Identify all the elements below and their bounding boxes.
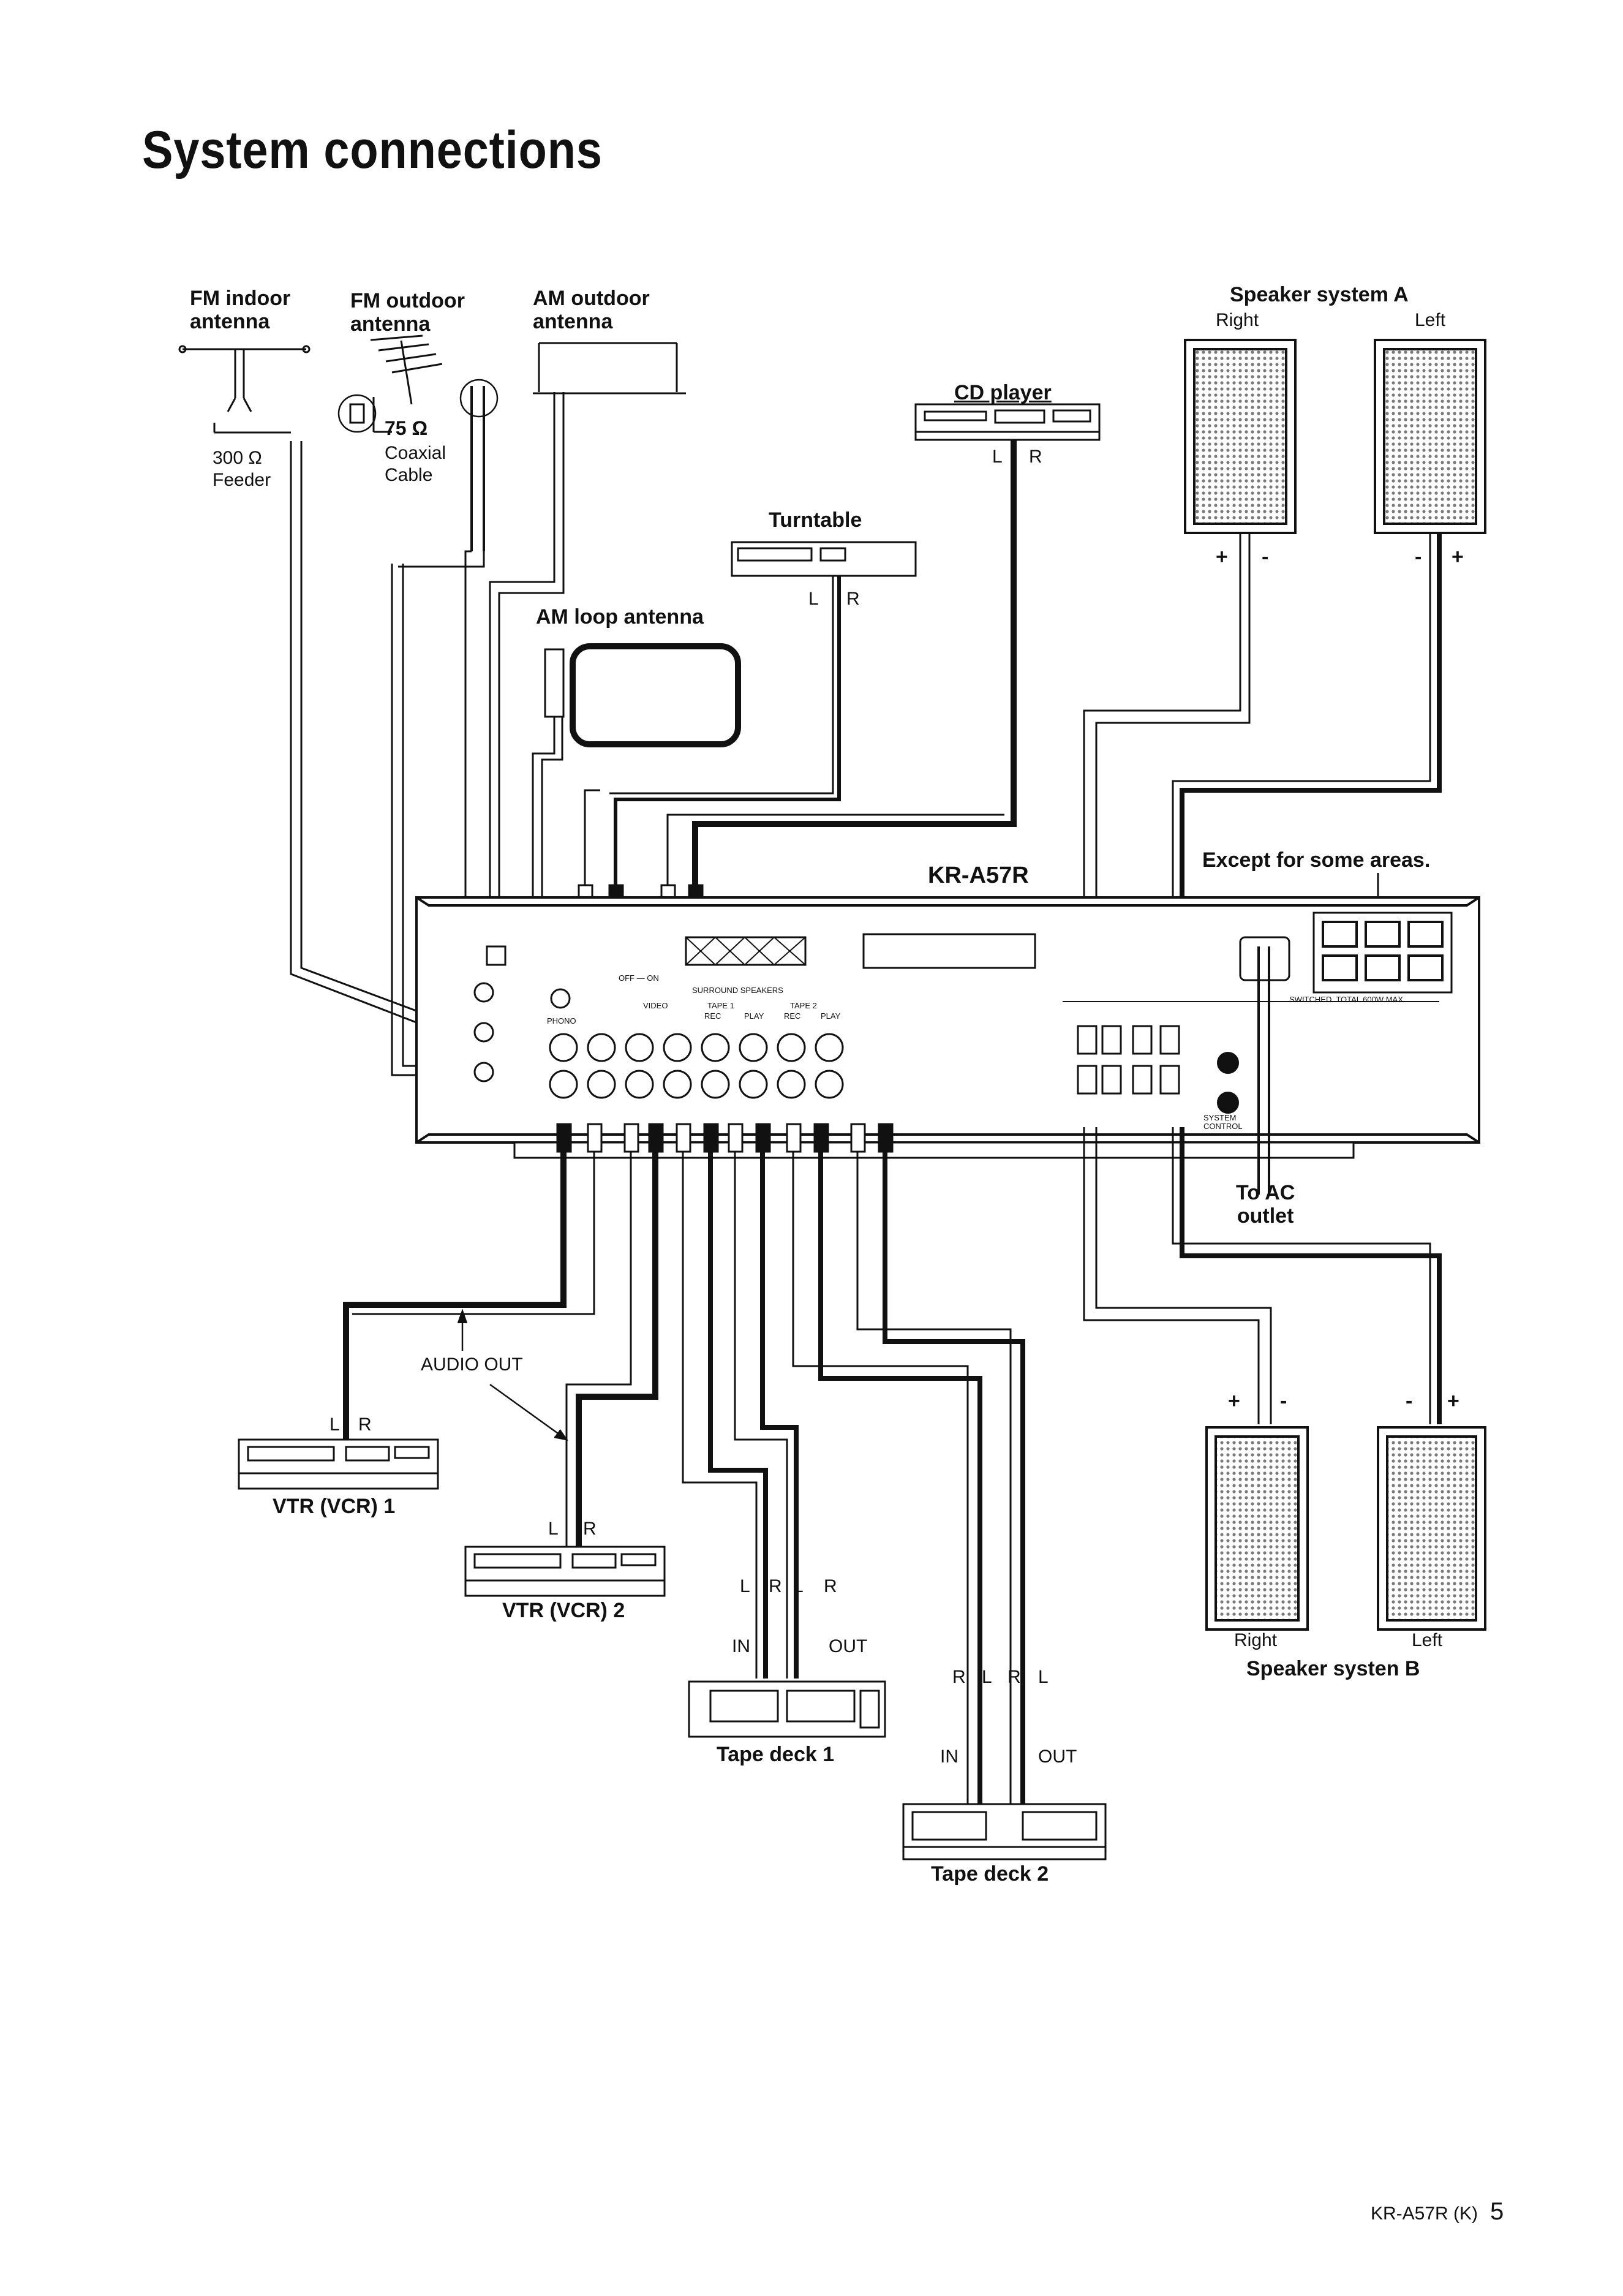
spa-r-plus: +: [1216, 545, 1228, 568]
fm-indoor-label: FM indoor antenna: [190, 287, 291, 333]
vtr1-L: L: [329, 1414, 340, 1435]
feeder-300-label: 300 Ω Feeder: [213, 448, 271, 490]
t1-L2: L: [793, 1576, 804, 1596]
cd-L: L: [992, 447, 1003, 467]
speaker-a-left-icon: [1374, 339, 1486, 534]
t2-in: IN: [940, 1747, 958, 1767]
speaker-a-label: Speaker system A: [1230, 283, 1409, 306]
t2-R1: R: [952, 1667, 966, 1687]
fm-outdoor-label: FM outdoor antenna: [350, 289, 465, 336]
am-outdoor-label: AM outdoor antenna: [533, 287, 650, 333]
model-label: KR-A57R: [928, 863, 1029, 888]
turntable-icon: [731, 541, 917, 577]
t1-out: OUT: [829, 1636, 868, 1656]
cd-player-label: CD player: [954, 381, 1052, 404]
page-number: 5: [1490, 2198, 1504, 2225]
panel-rec1-label: REC: [704, 1011, 721, 1021]
vtr2-R: R: [583, 1519, 597, 1539]
panel-play1-label: PLAY: [744, 1011, 764, 1021]
receiver-rear-panel: [415, 896, 1480, 1159]
t1-R1: R: [769, 1576, 782, 1596]
speaker-b-right-label: Right: [1234, 1630, 1278, 1650]
panel-off-on-label: OFF — ON: [619, 973, 659, 983]
spa-l-plus: +: [1452, 545, 1464, 568]
panel-surround-label: SURROUND SPEAKERS: [692, 986, 783, 995]
t2-out: OUT: [1038, 1747, 1077, 1767]
t1-R2: R: [824, 1576, 837, 1596]
to-ac-outlet-label: To AC outlet: [1236, 1181, 1295, 1228]
speaker-a-right-label: Right: [1216, 310, 1259, 330]
panel-tape1-label: TAPE 1: [707, 1001, 734, 1010]
vtr1-R: R: [358, 1414, 372, 1435]
panel-switched-label: SWITCHED TOTAL 600W MAX: [1289, 995, 1403, 1004]
speaker-b-left-icon: [1377, 1426, 1486, 1631]
turntable-label: Turntable: [769, 508, 862, 532]
panel-rec2-label: REC: [784, 1011, 801, 1021]
tape-deck-2-icon: [902, 1803, 1107, 1860]
panel-play2-label: PLAY: [821, 1011, 841, 1021]
audio-out-label: AUDIO OUT: [421, 1354, 523, 1375]
t1-in: IN: [732, 1636, 750, 1656]
tape-deck-1-label: Tape deck 1: [717, 1743, 835, 1766]
cd-player-icon: [914, 403, 1101, 441]
spa-l-minus: -: [1415, 545, 1422, 568]
panel-video-label: VIDEO: [643, 1001, 668, 1010]
t2-L1: L: [982, 1667, 992, 1687]
am-outdoor-antenna-icon: [533, 342, 686, 395]
panel-phono-label: PHONO: [547, 1016, 576, 1025]
vtr-2-label: VTR (VCR) 2: [502, 1599, 625, 1622]
speaker-b-left-label: Left: [1412, 1630, 1443, 1650]
am-loop-antenna-icon: [532, 643, 741, 980]
tape-deck-1-icon: [688, 1680, 886, 1738]
panel-tape2-label: TAPE 2: [790, 1001, 817, 1010]
tt-L: L: [808, 589, 819, 609]
except-areas-label: Except for some areas.: [1202, 848, 1431, 872]
t1-L1: L: [740, 1576, 750, 1596]
speaker-a-right-icon: [1184, 339, 1297, 534]
spb-l-minus: -: [1406, 1389, 1413, 1413]
page-footer: KR-A57R (K) 5: [1371, 2198, 1504, 2226]
am-loop-label: AM loop antenna: [536, 605, 704, 629]
speaker-a-left-label: Left: [1415, 310, 1446, 330]
coaxial-cable-label: Coaxial Cable: [385, 443, 446, 485]
vtr-2-icon: [464, 1546, 666, 1597]
cd-R: R: [1029, 447, 1042, 467]
t2-L2: L: [1038, 1667, 1049, 1687]
spb-l-plus: +: [1447, 1389, 1459, 1413]
spa-r-minus: -: [1262, 545, 1269, 568]
vtr-1-icon: [238, 1438, 439, 1490]
page-title: System connections: [142, 121, 603, 179]
spb-r-minus: -: [1280, 1389, 1287, 1413]
vtr2-L: L: [548, 1519, 559, 1539]
fm-indoor-antenna-icon: [178, 345, 311, 434]
vtr-1-label: VTR (VCR) 1: [273, 1495, 396, 1518]
speaker-b-label: Speaker systen B: [1246, 1657, 1420, 1680]
footer-code: KR-A57R (K): [1371, 2203, 1478, 2224]
spb-r-plus: +: [1228, 1389, 1240, 1413]
panel-system-control-label: SYSTEM CONTROL: [1203, 1113, 1243, 1131]
tt-R: R: [846, 589, 860, 609]
speaker-b-right-icon: [1205, 1426, 1309, 1631]
t2-R2: R: [1007, 1667, 1021, 1687]
fm-outdoor-antenna-icon: [337, 334, 499, 551]
ohm-75-label: 75 Ω: [385, 417, 428, 439]
tape-deck-2-label: Tape deck 2: [931, 1862, 1049, 1886]
